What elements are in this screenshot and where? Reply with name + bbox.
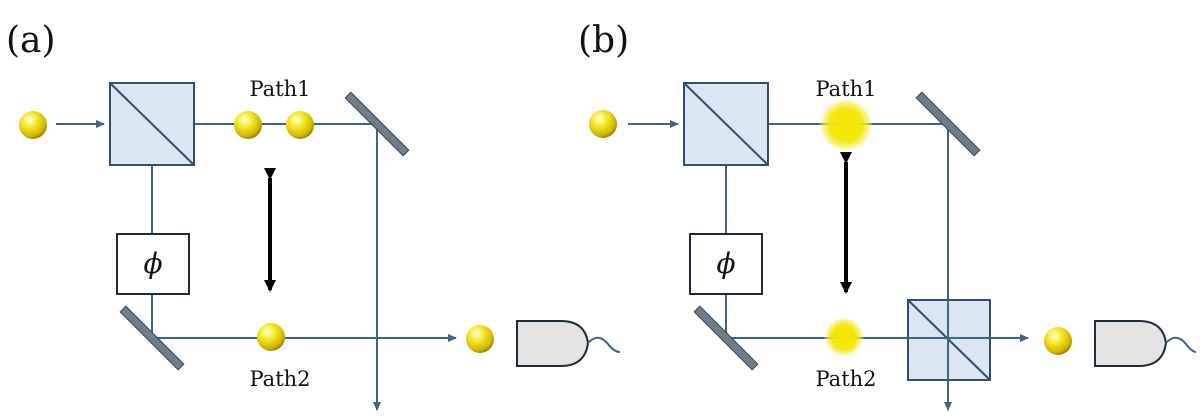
phase-label: ϕ: [143, 247, 162, 280]
top-right-mirror: [915, 91, 981, 157]
path1-particle: [234, 111, 262, 139]
bottom-left-mirror: [693, 305, 759, 371]
path1-particle: [286, 111, 314, 139]
beam-splitter: [109, 82, 195, 166]
path2-superposition-glow: [824, 317, 864, 357]
path1-superposition-glow: [819, 98, 873, 152]
detector: [1094, 320, 1197, 367]
phase-shifter: ϕ: [116, 233, 190, 295]
detector: [516, 320, 621, 367]
detected-particle: [466, 325, 494, 353]
panel-a: (a) ϕ Path1 Path2: [6, 20, 621, 411]
top-right-mirror: [344, 91, 410, 157]
input-particle: [19, 111, 47, 139]
second-beam-splitter: [907, 299, 991, 381]
path1-label: Path1: [249, 77, 310, 101]
path2-label: Path2: [249, 367, 310, 391]
input-particle: [589, 110, 617, 138]
bottom-left-mirror: [119, 305, 185, 371]
panel-a-label: (a): [6, 20, 56, 61]
path2-particle: [257, 323, 285, 351]
detected-particle: [1044, 327, 1072, 355]
panel-b: (b) ϕ: [578, 20, 1197, 411]
phase-label: ϕ: [716, 247, 735, 280]
path1-label: Path1: [815, 77, 876, 101]
panel-b-label: (b): [578, 20, 629, 61]
beam-splitter: [683, 82, 769, 166]
path2-label: Path2: [815, 367, 876, 391]
phase-shifter: ϕ: [689, 233, 763, 295]
